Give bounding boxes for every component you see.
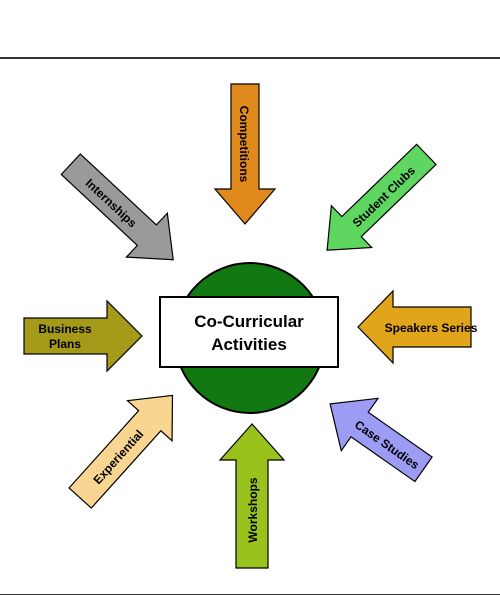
arrow-speakers-series-shape: [357, 289, 472, 365]
center-label-line2: Activities: [211, 335, 287, 354]
arrow-business-plans-label-line2: Plans: [49, 337, 81, 351]
arrow-competitions: Competitions: [213, 83, 277, 225]
arrow-case-studies: Case Studies: [329, 397, 433, 483]
arrow-case-studies-shape: [329, 397, 433, 483]
arrow-business-plans: Business Plans: [23, 299, 143, 373]
arrow-workshops-label: Workshops: [246, 477, 260, 542]
center-label-line1: Co-Curricular: [194, 312, 304, 331]
arrow-speakers-series-label: Speakers Series: [385, 321, 478, 335]
arrow-speakers-series: Speakers Series: [357, 289, 478, 365]
arrow-student-clubs-label: Student Clubs: [350, 163, 418, 230]
arrow-student-clubs-shape: [326, 143, 437, 251]
arrow-business-plans-label-line1: Business: [38, 322, 92, 336]
arrow-experiential: Experiential: [68, 394, 174, 509]
arrow-competitions-shape: [213, 83, 277, 225]
bottom-divider: [0, 594, 500, 595]
arrow-workshops-shape: [218, 423, 286, 569]
arrow-business-plans-shape: [23, 299, 143, 373]
arrow-student-clubs: Student Clubs: [326, 143, 437, 251]
arrow-experiential-shape: [68, 394, 174, 509]
arrow-internships: Internships: [60, 153, 174, 261]
arrow-internships-shape: [60, 153, 174, 261]
arrow-competitions-label: Competitions: [237, 106, 251, 183]
arrow-workshops: Workshops: [218, 423, 286, 569]
center-label-box: [159, 296, 339, 368]
top-divider: [0, 57, 500, 59]
